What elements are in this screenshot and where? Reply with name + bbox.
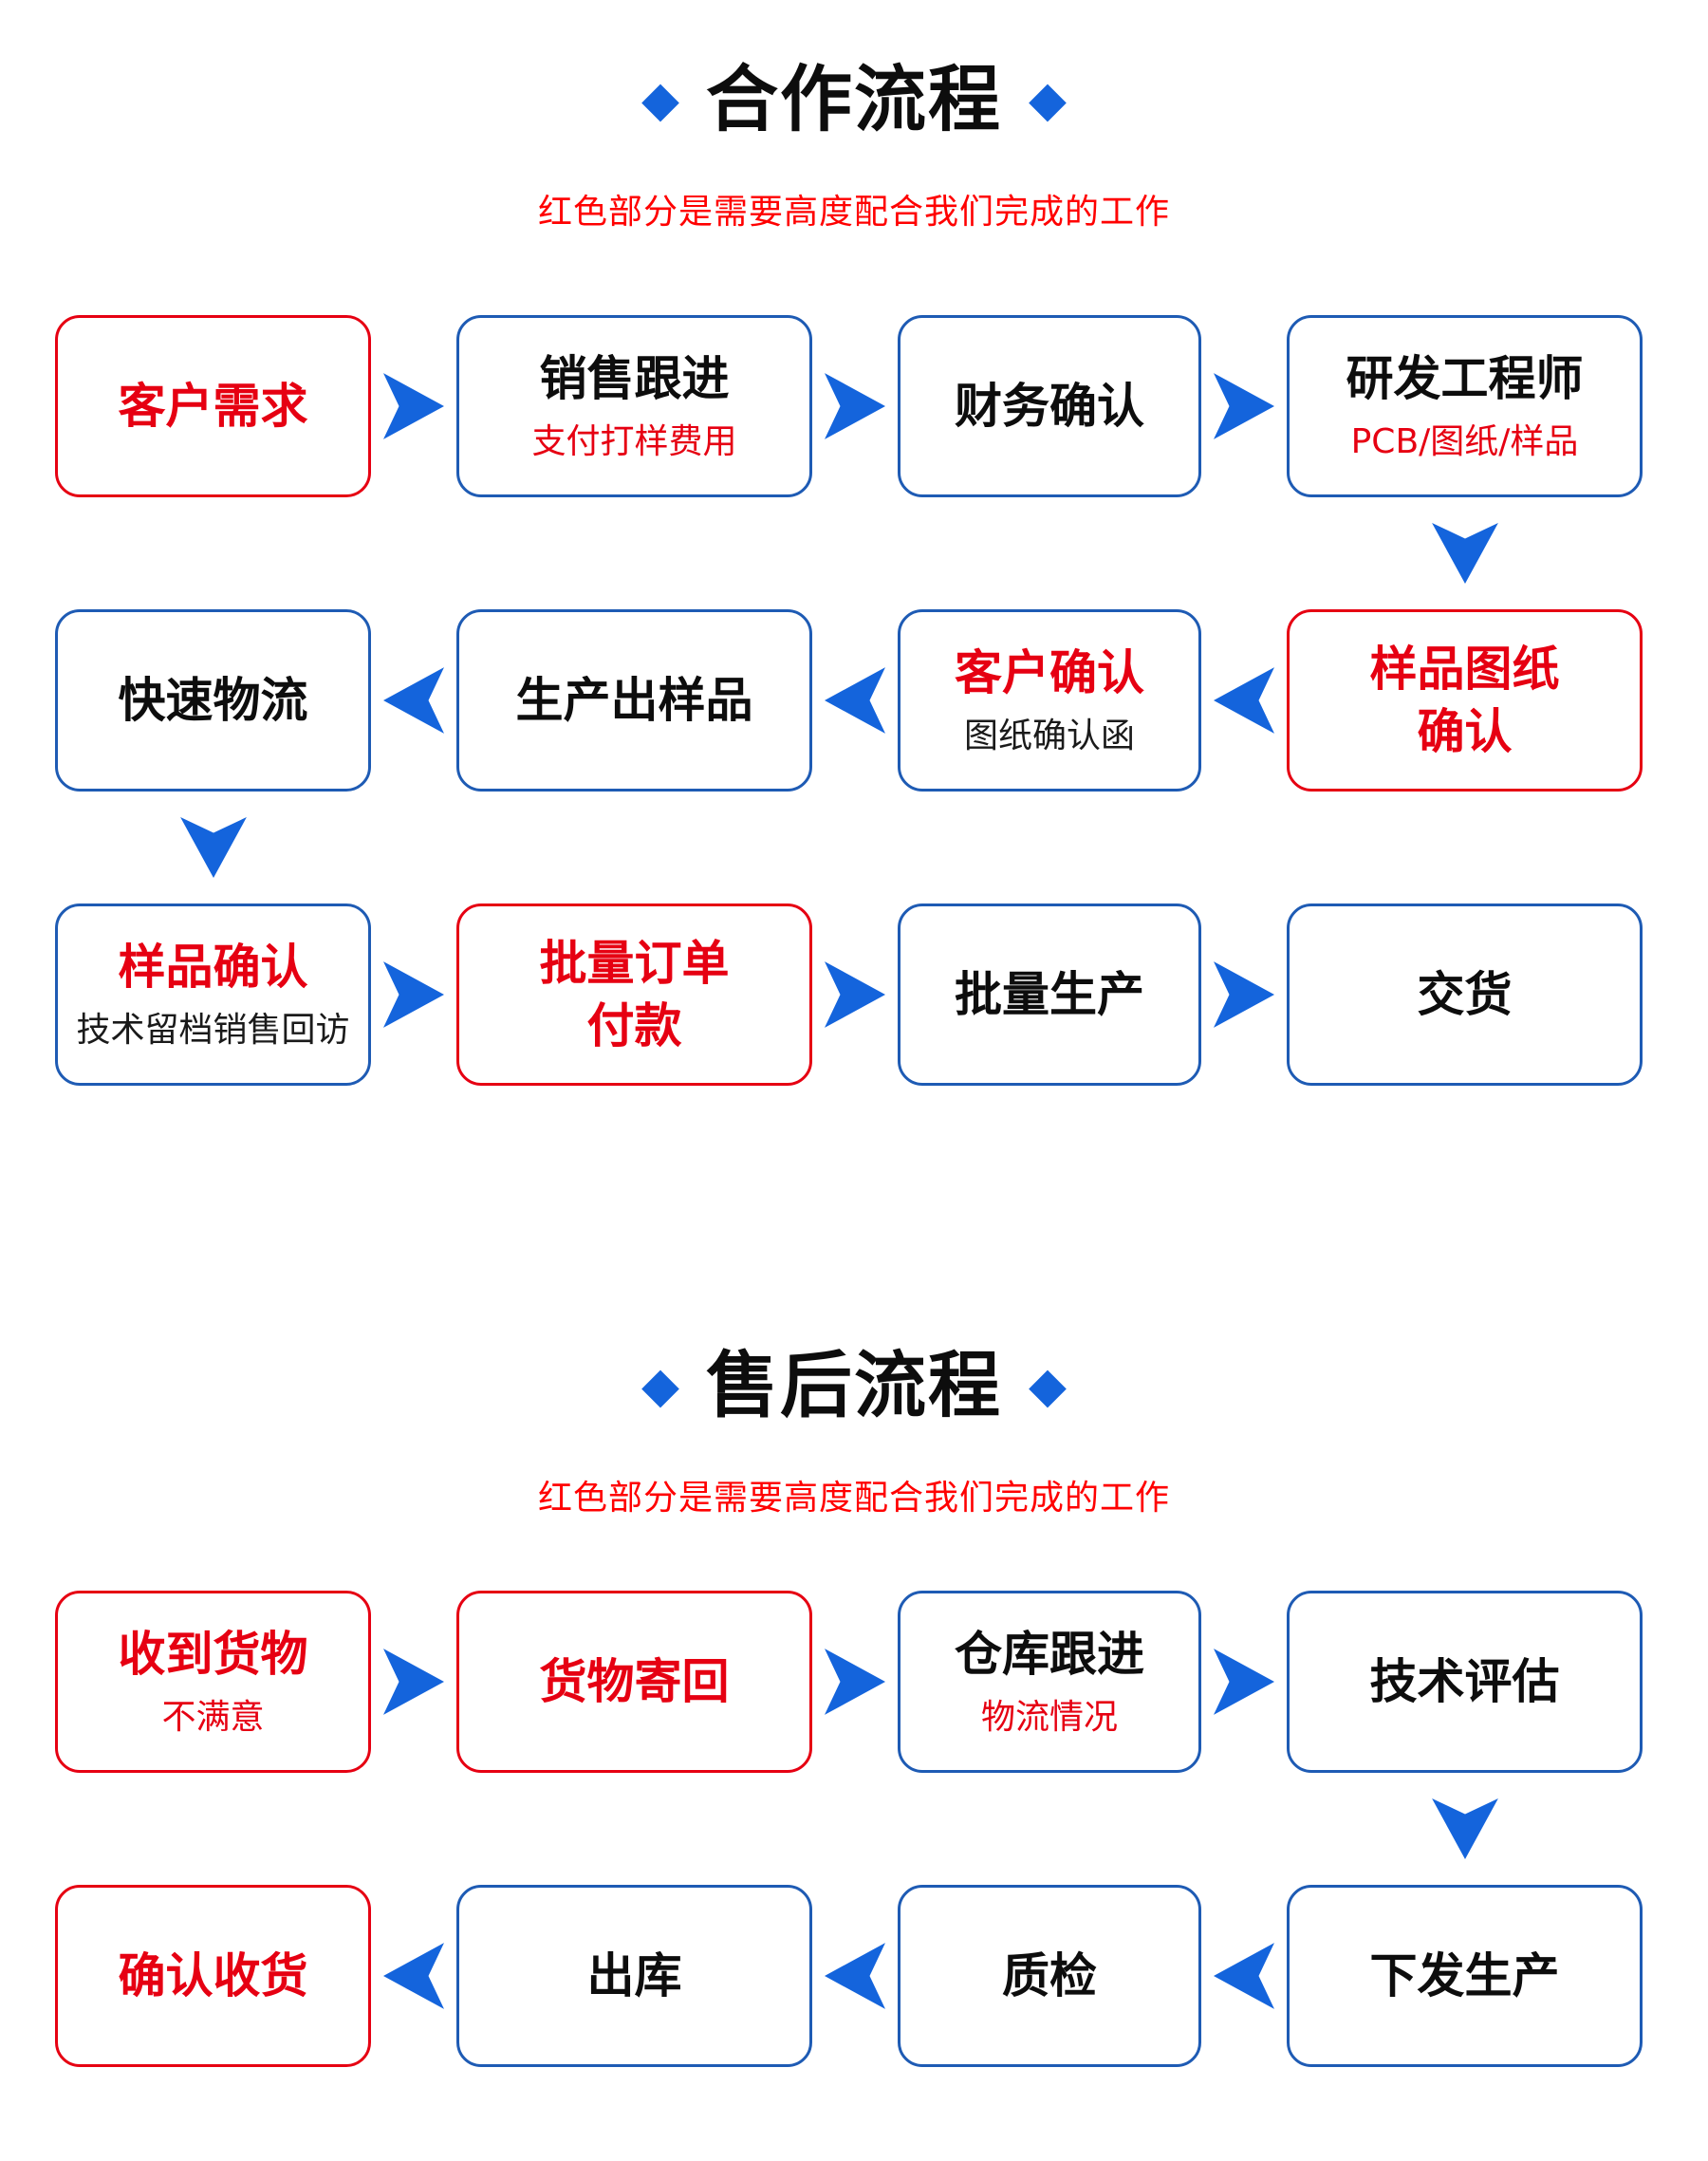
arrow-left-icon — [1201, 1885, 1287, 2067]
step-label: 批量订单 — [539, 935, 730, 991]
diamond-icon: ◆ — [641, 1356, 679, 1414]
step-sublabel: 物流情况 — [980, 1698, 1118, 1738]
step-sublabel: 技术留档销售回访 — [76, 1010, 350, 1050]
step-bulk-production: 批量生产 — [898, 903, 1201, 1086]
arrow-left-icon — [812, 609, 898, 792]
step-delivery: 交货 — [1287, 903, 1643, 1086]
step-label: 出库 — [586, 1948, 682, 2004]
section-subtitle: 红色部分是需要高度配合我们完成的工作 — [537, 193, 1170, 233]
arrow-down-icon — [1287, 1773, 1643, 1885]
step-label: 质检 — [1002, 1948, 1097, 2004]
step-label: 生产出样品 — [515, 672, 753, 728]
section-subtitle: 红色部分是需要高度配合我们完成的工作 — [537, 1478, 1170, 1518]
arrow-left-icon — [371, 1885, 456, 2067]
step-label: 仓库跟进 — [955, 1627, 1144, 1683]
after-sales-flow-row-2: 确认收货 出库 质检 下发生产 — [55, 1885, 1708, 2068]
step-label: 下发生产 — [1369, 1948, 1560, 2004]
step-produce-sample: 生产出样品 — [456, 608, 812, 792]
step-label: 客户确认 — [955, 644, 1144, 700]
step-bulk-order-payment: 批量订单 付款 — [456, 903, 812, 1086]
step-label: 技术评估 — [1369, 1654, 1560, 1710]
step-label: 研发工程师 — [1346, 350, 1584, 406]
step-technical-evaluation: 技术评估 — [1287, 1591, 1643, 1774]
section-title: 售后流程 — [706, 1342, 1002, 1427]
step-customer-confirm: 客户确认 图纸确认函 — [898, 608, 1201, 792]
step-label: 销售跟进 — [539, 350, 730, 406]
cooperation-flow-row-3: 样品确认 技术留档销售回访 批量订单 付款 批量生产 交货 — [55, 903, 1708, 1086]
step-label: 财务确认 — [955, 378, 1144, 434]
step-rd-engineer: 研发工程师 PCB/图纸/样品 — [1287, 314, 1643, 497]
arrow-right-icon — [1201, 315, 1287, 497]
arrow-right-icon — [812, 1591, 898, 1773]
arrow-left-icon — [371, 609, 456, 792]
arrow-down-icon — [1287, 497, 1643, 609]
step-sublabel: 不满意 — [161, 1698, 265, 1738]
step-confirm-receipt: 确认收货 — [55, 1885, 371, 2068]
section-title: 合作流程 — [706, 57, 1002, 141]
step-label: 客户需求 — [118, 378, 308, 434]
step-sublabel: 图纸确认函 — [963, 716, 1135, 755]
step-outbound: 出库 — [456, 1885, 812, 2068]
connector-row — [55, 1773, 1708, 1885]
step-sample-confirm: 样品确认 技术留档销售回访 — [55, 903, 371, 1086]
step-label: 样品图纸 — [1369, 641, 1560, 697]
step-goods-return: 货物寄回 — [456, 1591, 812, 1774]
arrow-right-icon — [1201, 1591, 1287, 1773]
step-sublabel: 支付打样费用 — [531, 421, 737, 461]
arrow-right-icon — [812, 904, 898, 1086]
after-sales-title-block: ◆ 售后流程 ◆ — [0, 1335, 1708, 1436]
diamond-icon: ◆ — [1029, 71, 1067, 129]
arrow-right-icon — [371, 315, 456, 497]
step-customer-demand: 客户需求 — [55, 314, 371, 497]
step-fast-logistics: 快速物流 — [55, 608, 371, 792]
step-goods-received-unsatisfied: 收到货物 不满意 — [55, 1591, 371, 1774]
arrow-left-icon — [812, 1885, 898, 2067]
connector-row — [55, 792, 1708, 904]
step-label: 交货 — [1417, 966, 1513, 1022]
step-label: 货物寄回 — [539, 1654, 730, 1710]
step-sublabel: PCB/图纸/样品 — [1350, 421, 1579, 461]
cooperation-title-block: ◆ 合作流程 ◆ — [0, 49, 1708, 150]
arrow-right-icon — [371, 904, 456, 1086]
step-label: 样品确认 — [118, 939, 308, 995]
diamond-icon: ◆ — [1029, 1356, 1067, 1414]
step-label: 批量生产 — [955, 966, 1144, 1022]
step-sales-follow-up: 销售跟进 支付打样费用 — [456, 314, 812, 497]
after-sales-flow-row-1: 收到货物 不满意 货物寄回 仓库跟进 物流情况 技术评估 — [55, 1591, 1708, 1774]
arrow-down-icon — [55, 792, 371, 904]
step-sample-drawing-confirm: 样品图纸 确认 — [1287, 608, 1643, 792]
connector-row — [55, 497, 1708, 609]
step-label: 收到货物 — [118, 1627, 308, 1683]
diamond-icon: ◆ — [641, 71, 679, 129]
cooperation-flow-row-2: 快速物流 生产出样品 客户确认 图纸确认函 样品图纸 确认 — [55, 608, 1708, 792]
step-label-line2: 确认 — [1417, 703, 1513, 759]
step-label-line2: 付款 — [586, 997, 682, 1053]
arrow-right-icon — [371, 1591, 456, 1773]
step-finance-confirm: 财务确认 — [898, 314, 1201, 497]
step-issue-production: 下发生产 — [1287, 1885, 1643, 2068]
arrow-right-icon — [1201, 904, 1287, 1086]
step-warehouse-follow-up: 仓库跟进 物流情况 — [898, 1591, 1201, 1774]
step-label: 快速物流 — [118, 672, 308, 728]
cooperation-flow-row-1: 客户需求 销售跟进 支付打样费用 财务确认 研发工程师 PCB/图纸/样品 — [55, 314, 1708, 497]
arrow-left-icon — [1201, 609, 1287, 792]
arrow-right-icon — [812, 315, 898, 497]
step-label: 确认收货 — [118, 1948, 308, 2004]
step-quality-inspection: 质检 — [898, 1885, 1201, 2068]
